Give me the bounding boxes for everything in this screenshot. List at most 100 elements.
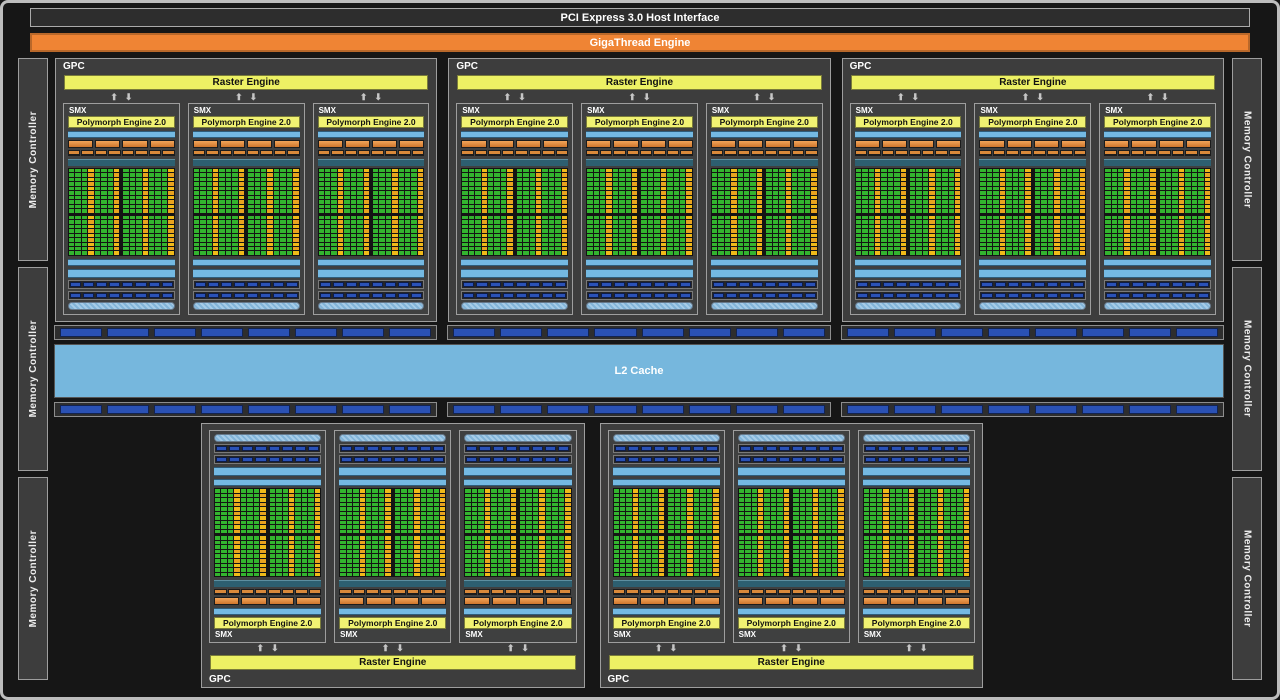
sfu-cell (385, 549, 391, 554)
cuda-core-cell (1018, 220, 1025, 224)
sfu-cell (660, 186, 667, 191)
core-row (462, 204, 568, 209)
texture-unit (109, 282, 121, 287)
cuda-core-cell (791, 173, 798, 177)
sfu-cell (414, 498, 420, 502)
cuda-core-cell (1018, 169, 1025, 173)
dispatch-segment (474, 150, 488, 156)
cuda-core-cell (1185, 224, 1191, 229)
smx-label: SMX (69, 106, 87, 115)
dispatch-segment (724, 150, 737, 156)
texture-cache-bar (339, 434, 447, 442)
shared-memory-bar (710, 259, 818, 266)
cuda-core-cell (1143, 224, 1150, 229)
cuda-core-cell (215, 540, 221, 545)
cuda-core-cell (619, 516, 626, 520)
updown-arrows: ⬆⬇ (608, 643, 725, 654)
core-row (1105, 229, 1210, 233)
sfu-cell (1204, 229, 1210, 233)
sfu-cell (632, 191, 638, 195)
cuda-core-cell (737, 177, 743, 182)
sfu-cell (658, 536, 665, 540)
cuda-core-cell (75, 233, 81, 238)
sfu-cell (293, 220, 299, 224)
cuda-core-cell (372, 215, 379, 220)
cuda-core-cell (1172, 233, 1178, 238)
cuda-core-cell (1185, 195, 1191, 200)
cuda-core-cell (407, 525, 414, 529)
sfu-cell (363, 246, 369, 251)
cuda-core-cell (75, 186, 81, 191)
sfu-cell (811, 169, 817, 173)
sfu-cell (363, 182, 369, 186)
scheduler-segment (421, 597, 447, 605)
cuda-core-cell (1073, 204, 1079, 209)
cuda-core-cell (737, 209, 743, 213)
texture-unit (420, 446, 432, 451)
cuda-core-cell (1166, 177, 1172, 182)
cuda-core-cell (372, 498, 378, 502)
cuda-core-cell (750, 229, 756, 233)
cuda-core-cell (350, 209, 357, 213)
cuda-core-cell (1018, 200, 1025, 204)
cuda-core-cell (529, 195, 535, 200)
sfu-cell (954, 195, 961, 200)
cuda-core-cell (494, 246, 500, 251)
cuda-core-cell (269, 525, 276, 529)
cuda-core-cell (718, 182, 724, 186)
cuda-core-cell (619, 493, 626, 498)
cuda-core-cell (1130, 215, 1137, 220)
texture-unit (518, 446, 531, 451)
sfu-cell (713, 493, 719, 498)
texture-unit-row (854, 280, 962, 289)
sfu-cell (168, 169, 174, 173)
cuda-core-cell (1166, 215, 1172, 220)
cuda-core-cell (613, 511, 619, 516)
grid-column-gap (370, 243, 372, 246)
core-row (193, 177, 299, 182)
scheduler-segment (542, 140, 569, 148)
cuda-core-cell (916, 182, 922, 186)
cuda-core-cell (855, 191, 862, 195)
cuda-core-cell (1198, 195, 1204, 200)
sfu-cell (337, 177, 344, 182)
cuda-core-cell (881, 220, 887, 224)
cuda-core-cell (500, 195, 507, 200)
cuda-core-cell (718, 169, 724, 173)
cuda-core-cell (1143, 182, 1150, 186)
cuda-core-cell (673, 242, 680, 246)
sfu-cell (481, 251, 488, 255)
sfu-cell (510, 545, 516, 549)
sfu-cell (213, 251, 219, 255)
cuda-core-cell (497, 549, 504, 554)
cuda-core-cell (519, 502, 526, 507)
grid-column-gap (392, 530, 394, 534)
cuda-core-cell (654, 229, 660, 233)
cuda-core-cell (465, 498, 471, 502)
sfu-cell (510, 572, 516, 577)
sfu-cell (565, 511, 571, 516)
cuda-core-cell (868, 251, 874, 255)
dispatch-segment (379, 589, 393, 595)
sfu-cell (632, 511, 639, 516)
cuda-core-cell (986, 251, 993, 255)
cuda-core-cell (240, 540, 247, 545)
sfu-cell (929, 209, 935, 213)
cuda-core-cell (519, 516, 526, 520)
sfu-cell (660, 215, 667, 220)
cuda-core-cell (1198, 177, 1204, 182)
core-row (340, 525, 446, 529)
cuda-core-cell (1066, 242, 1073, 246)
grid-column-gap (370, 220, 372, 223)
core-row (1105, 242, 1210, 246)
cuda-core-cell (331, 195, 337, 200)
cache-bar (464, 467, 572, 476)
cuda-core-cell (980, 229, 986, 233)
cuda-core-cell (980, 182, 986, 186)
cuda-core-cell (411, 251, 417, 255)
cuda-core-cell (350, 204, 357, 209)
texture-unit (135, 293, 147, 298)
sfu-cell (1204, 173, 1210, 177)
grid-column-gap (638, 209, 640, 212)
rop-segment (782, 405, 825, 414)
